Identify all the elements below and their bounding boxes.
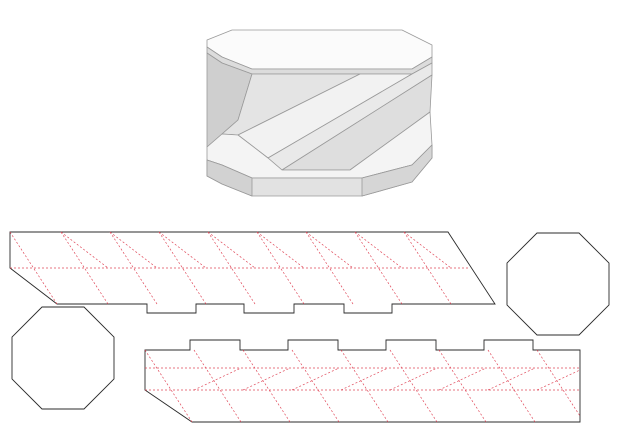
octagon-lid-right <box>506 232 610 336</box>
octagon-base-left <box>11 306 115 410</box>
strip-lower-outline <box>144 339 581 423</box>
dieline-strip-lower <box>144 339 581 423</box>
dieline-strip-upper <box>9 231 496 314</box>
box-base-left-edge <box>206 159 253 197</box>
box-base-right-edge <box>361 144 433 197</box>
box-3d-render <box>206 29 433 197</box>
strip-upper-outline <box>9 231 496 314</box>
strip-lower-fold-lines <box>144 349 581 423</box>
box-lid-top <box>206 29 433 70</box>
strip-upper-fold-lines <box>9 231 470 305</box>
